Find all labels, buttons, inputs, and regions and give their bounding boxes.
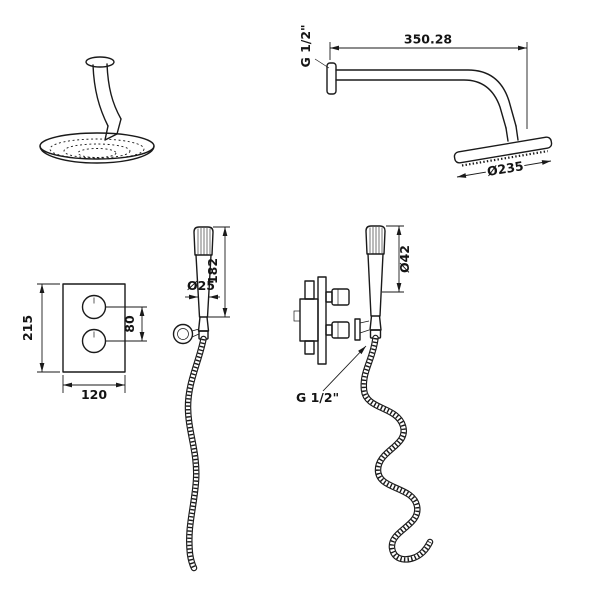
handshower-head-side — [365, 225, 386, 255]
valve-plate-side — [317, 276, 327, 365]
shower-arm — [335, 69, 517, 127]
flexible-hose — [184, 335, 207, 572]
valve-plate — [62, 283, 126, 373]
handshower-head — [193, 226, 214, 256]
inlet-pipe-top — [304, 280, 315, 300]
rain-head-top — [39, 132, 155, 160]
overhead-shower-side-view: G 1/2" 350.28 Ø235 — [298, 24, 553, 181]
nozzle-ring-mid — [63, 143, 131, 159]
handshower-head-side-hatch — [369, 227, 383, 254]
head-diameter-dimension — [456, 160, 552, 178]
lower-knob-stem — [325, 324, 333, 336]
ceiling-flange — [85, 56, 115, 68]
upper-knob-stem — [325, 291, 333, 303]
outlet-pipe-bottom — [304, 340, 315, 355]
nozzle-ring-outer — [49, 138, 145, 160]
plate-width-label: 120 — [81, 387, 107, 402]
lower-knob-side — [331, 321, 350, 339]
wall-holder-flange — [172, 323, 194, 345]
knob-spacing-label: 80 — [122, 315, 137, 333]
valve-side-view — [293, 276, 350, 365]
hose-cone — [197, 316, 210, 332]
head-stem — [505, 125, 519, 142]
valve-front-view: 215 120 80 — [20, 283, 147, 402]
plate-height-label: 215 — [20, 315, 35, 341]
holder-hook — [359, 320, 370, 334]
hose-connection-label: G 1/2" — [296, 390, 339, 405]
upper-knob — [81, 294, 107, 320]
arm-length-label: 350.28 — [404, 32, 452, 47]
handle-diameter-label: Ø25 — [187, 278, 215, 293]
nozzle-ring-inner — [77, 148, 117, 158]
holder-diameter-label: Ø42 — [397, 245, 412, 273]
upper-knob-side — [331, 288, 350, 306]
handshower-head-hatch — [197, 228, 211, 255]
rain-head-rim — [39, 145, 155, 164]
hose-connection-leader — [322, 345, 367, 392]
handshower-handle — [195, 254, 212, 318]
wall-flange — [326, 62, 337, 95]
handshower-front-view: Ø25 182 — [172, 226, 230, 572]
hose-cone-side — [369, 315, 382, 331]
holder-wall-plate — [354, 318, 361, 341]
valve-body-behind-wall — [299, 298, 319, 342]
coiled-hose — [360, 334, 434, 563]
side-port — [293, 310, 301, 322]
connection-size-label: G 1/2" — [298, 24, 313, 67]
overhead-shower-perspective-view — [39, 56, 155, 164]
handshower-length-label: 182 — [205, 258, 220, 284]
holder-bracket — [191, 328, 200, 338]
handshower-handle-side — [367, 253, 384, 317]
lower-knob — [81, 328, 107, 354]
arm-head-connector — [104, 118, 122, 141]
shower-arm-curve — [92, 64, 109, 127]
handshower-side-view: Ø42 G 1/2" — [296, 225, 434, 563]
